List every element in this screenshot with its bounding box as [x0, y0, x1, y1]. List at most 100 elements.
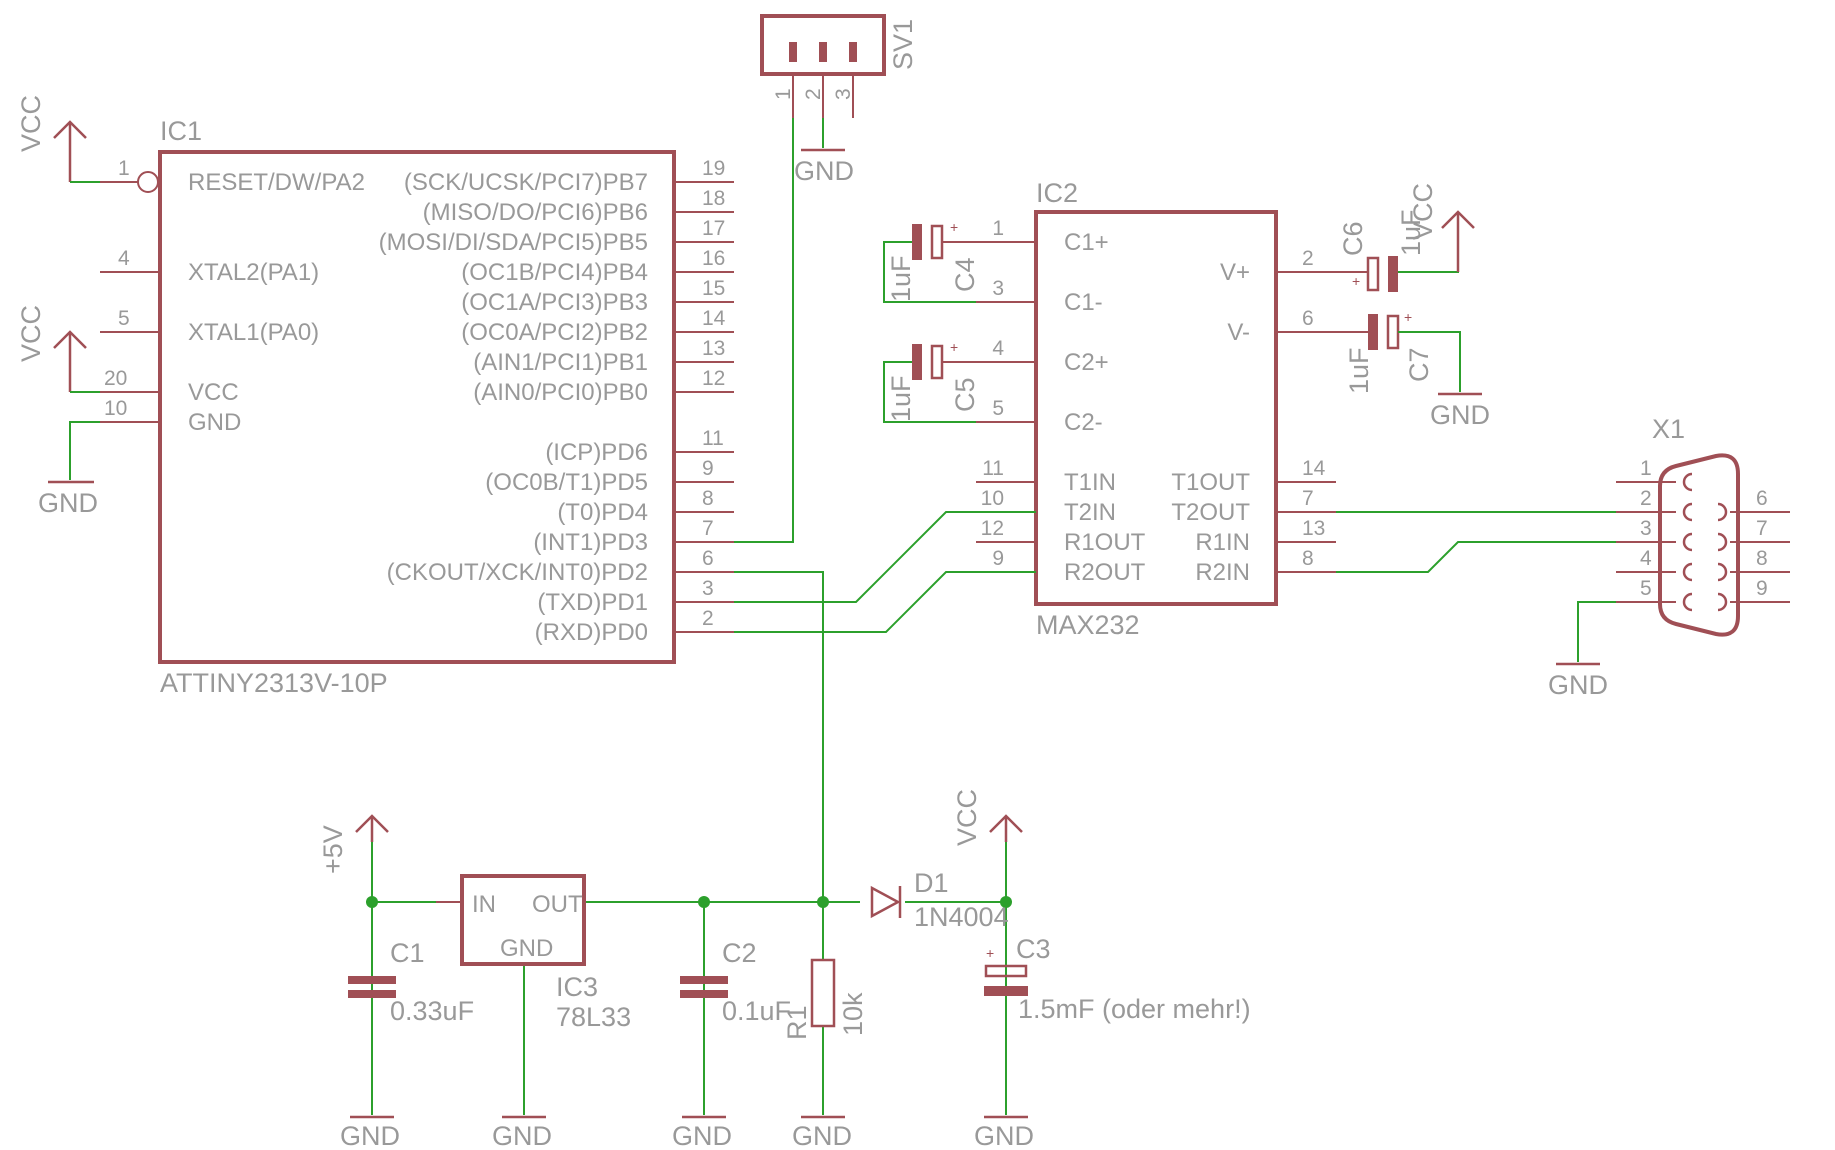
ic1-pin-label: (ICP)PD6 — [545, 439, 648, 466]
sv1-name: SV1 — [888, 19, 918, 70]
ic1-pin-label: RESET/DW/PA2 — [188, 169, 365, 196]
ic1-pin-label: (OC0B/T1)PD5 — [485, 469, 648, 496]
sv1-pin-num: 1 — [772, 88, 795, 100]
ic1-name: IC1 — [160, 116, 202, 146]
ic1-pin-label: (INT1)PD3 — [533, 529, 648, 556]
x1-pin-num: 9 — [1756, 577, 1768, 600]
c1-name: C1 — [390, 938, 425, 968]
r1-value: 10k — [838, 992, 868, 1036]
ic2-pin-num: 1 — [992, 217, 1004, 240]
ic1-pin-label: (RXD)PD0 — [535, 619, 648, 646]
vcc-symbol: VCC — [16, 95, 100, 183]
ic1-value: ATTINY2313V-10P — [160, 668, 388, 698]
gnd-label: GND — [792, 1121, 852, 1150]
vcc-label: VCC — [16, 305, 46, 362]
c4-value: 1uF — [886, 255, 916, 302]
ic2-pin-num: 10 — [981, 487, 1004, 510]
plus5v-label: +5V — [318, 825, 348, 874]
x1-pin-num: 6 — [1756, 487, 1768, 510]
ic2-pin-num: 13 — [1302, 517, 1325, 540]
c5-name: C5 — [950, 377, 980, 412]
ic2-pin-num: 9 — [992, 547, 1004, 570]
ic1-pin-label: GND — [188, 409, 241, 436]
x1-pin-contact — [1682, 502, 1693, 522]
ic1-pin-num: 19 — [702, 157, 725, 180]
capacitor-c5: + 1uF C5 — [883, 339, 980, 423]
r1-name: R1 — [782, 1005, 812, 1040]
svg-text:+: + — [1352, 273, 1360, 289]
ic2-pin-num: 2 — [1302, 247, 1314, 270]
ic2-pin-num: 14 — [1302, 457, 1326, 480]
ic2-pin-label: C1- — [1064, 289, 1103, 316]
gnd-label: GND — [1548, 670, 1608, 700]
capacitor-c6: + VCC C6 1uF — [1336, 183, 1475, 292]
power-supply: +5V VCC IN OUT GND IC3 78L33 C1 0.33uF C… — [318, 789, 1251, 1150]
ic1-pin-num: 3 — [702, 577, 714, 600]
ic1-pin-label: XTAL1(PA0) — [188, 319, 319, 346]
x1-pin-num: 3 — [1640, 517, 1652, 540]
ic2-pin-num: 12 — [981, 517, 1004, 540]
d1-name: D1 — [914, 868, 949, 898]
ic2-pin-label: C1+ — [1064, 229, 1109, 256]
sv1-header: 1 2 3 SV1 GND — [760, 14, 918, 186]
ic3-value: 78L33 — [556, 1002, 631, 1032]
ic1-pin-label: (AIN1/PCI1)PB1 — [473, 349, 648, 376]
ic1-attiny2313: IC1 ATTINY2313V-10P 1 4 5 20 10 RESET/DW… — [100, 116, 734, 698]
ic2-pin-label: C2- — [1064, 409, 1103, 436]
x1-pin-contact — [1682, 532, 1693, 552]
ic2-pin-label: V+ — [1220, 259, 1250, 286]
x1-pin-contact — [1682, 472, 1693, 492]
gnd-label: GND — [672, 1121, 732, 1150]
ic1-pin-num: 1 — [118, 157, 130, 180]
x1-pin-num: 1 — [1640, 457, 1652, 480]
sv1-pin-num: 3 — [832, 88, 855, 100]
ic3-name: IC3 — [556, 972, 598, 1002]
vcc-label: VCC — [16, 95, 46, 152]
ic1-pin-num: 9 — [702, 457, 714, 480]
x1-pin-num: 5 — [1640, 577, 1652, 600]
ic1-pin-label: (CKOUT/XCK/INT0)PD2 — [387, 559, 648, 586]
svg-text:+: + — [950, 339, 958, 355]
capacitor-c4: + 1uF C4 — [883, 219, 980, 303]
ic2-pin-label: V- — [1227, 319, 1250, 346]
ic1-pin-num: 15 — [702, 277, 725, 300]
ic1-pin-num: 14 — [702, 307, 726, 330]
x1-pin-num: 8 — [1756, 547, 1768, 570]
gnd-label: GND — [340, 1121, 400, 1150]
gnd-label: GND — [1430, 400, 1490, 430]
ic2-pin-label: T2IN — [1064, 499, 1116, 526]
c3-name: C3 — [1016, 934, 1051, 964]
c7-value: 1uF — [1344, 347, 1374, 394]
svg-text:+: + — [986, 945, 994, 961]
ic3-pin-in: IN — [472, 891, 496, 918]
x1-pin-num: 2 — [1640, 487, 1652, 510]
gnd-label: GND — [492, 1121, 552, 1150]
c3-value: 1.5mF (oder mehr!) — [1018, 994, 1251, 1024]
x1-pin-num: 7 — [1756, 517, 1768, 540]
ic2-pin-label: T2OUT — [1171, 499, 1250, 526]
ic1-pin-num: 18 — [702, 187, 725, 210]
ic1-pin-num: 4 — [118, 247, 130, 270]
c2-name: C2 — [722, 938, 757, 968]
c4-name: C4 — [950, 257, 980, 292]
signal-wires — [734, 118, 1616, 902]
ic1-pin-label: (TXD)PD1 — [537, 589, 648, 616]
ic2-pin-num: 5 — [992, 397, 1004, 420]
ic2-pin-label: R1OUT — [1064, 529, 1146, 556]
x1-pin-contact — [1682, 592, 1693, 612]
vcc-symbol: VCC — [16, 305, 100, 393]
ic2-pin-num: 4 — [992, 337, 1004, 360]
ic1-pin-label: (SCK/UCSK/PCI7)PB7 — [404, 169, 648, 196]
c6-name: C6 — [1338, 221, 1368, 256]
x1-pin-contact — [1717, 562, 1728, 582]
ic1-pin-label: (AIN0/PCI0)PB0 — [473, 379, 648, 406]
ic2-value: MAX232 — [1036, 610, 1140, 640]
ic3-pin-gnd: GND — [500, 935, 553, 962]
c5-value: 1uF — [886, 375, 916, 422]
ic2-pin-num: 7 — [1302, 487, 1314, 510]
ic2-name: IC2 — [1036, 178, 1078, 208]
ic1-pin-label: (OC1B/PCI4)PB4 — [461, 259, 648, 286]
ic1-pin-num: 5 — [118, 307, 130, 330]
